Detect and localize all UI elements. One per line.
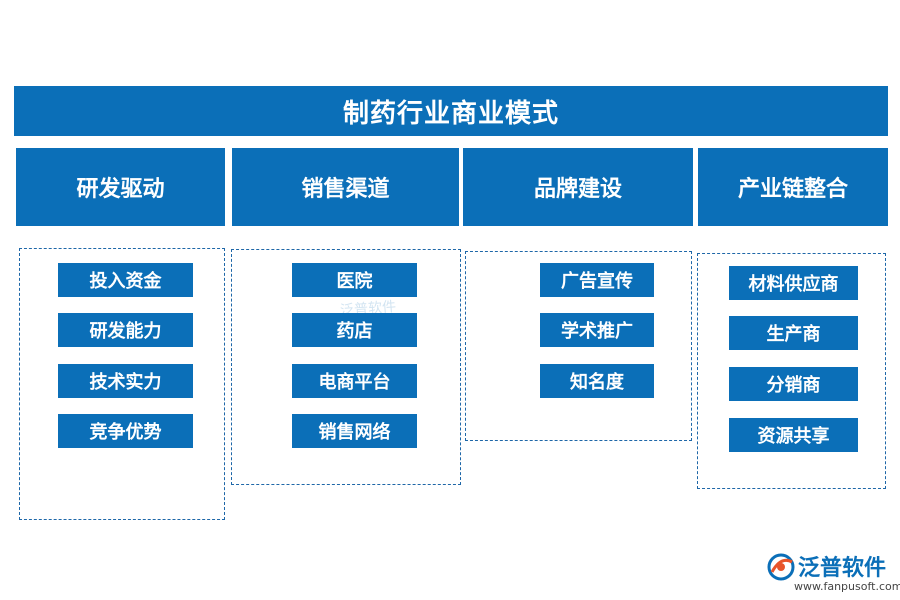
rd-item-technology: 技术实力 (58, 364, 193, 398)
logo-name: 泛普软件 (798, 556, 887, 581)
rd-item-advantage: 竞争优势 (58, 414, 193, 448)
sales-item-network: 销售网络 (292, 414, 417, 448)
brand-logo: 泛普软件 www.fanpusoft.com (766, 550, 900, 594)
chain-item-distributor: 分销商 (729, 367, 858, 401)
diagram-title: 制药行业商业模式 (14, 86, 888, 136)
brand-item-advertising: 广告宣传 (540, 263, 654, 297)
column-header-rd: 研发驱动 (16, 148, 225, 226)
brand-item-academic: 学术推广 (540, 313, 654, 347)
chain-item-producer: 生产商 (729, 316, 858, 350)
rd-item-capability: 研发能力 (58, 313, 193, 347)
sales-item-ecommerce: 电商平台 (292, 364, 417, 398)
column-group-rd (19, 248, 225, 520)
sales-item-hospital: 医院 (292, 263, 417, 297)
column-header-brand: 品牌建设 (463, 148, 693, 226)
logo-url: www.fanpusoft.com (794, 580, 900, 593)
brand-item-awareness: 知名度 (540, 364, 654, 398)
rd-item-funding: 投入资金 (58, 263, 193, 297)
chain-item-supplier: 材料供应商 (729, 266, 858, 300)
column-header-chain: 产业链整合 (698, 148, 888, 226)
sales-item-pharmacy: 药店 (292, 313, 417, 347)
column-header-sales: 销售渠道 (232, 148, 459, 226)
column-group-sales (231, 249, 461, 485)
column-group-brand (465, 251, 692, 441)
watermark-text: 泛普软件 (339, 299, 397, 319)
column-group-chain (697, 253, 886, 489)
chain-item-sharing: 资源共享 (729, 418, 858, 452)
fanpu-logo-icon (767, 553, 795, 581)
